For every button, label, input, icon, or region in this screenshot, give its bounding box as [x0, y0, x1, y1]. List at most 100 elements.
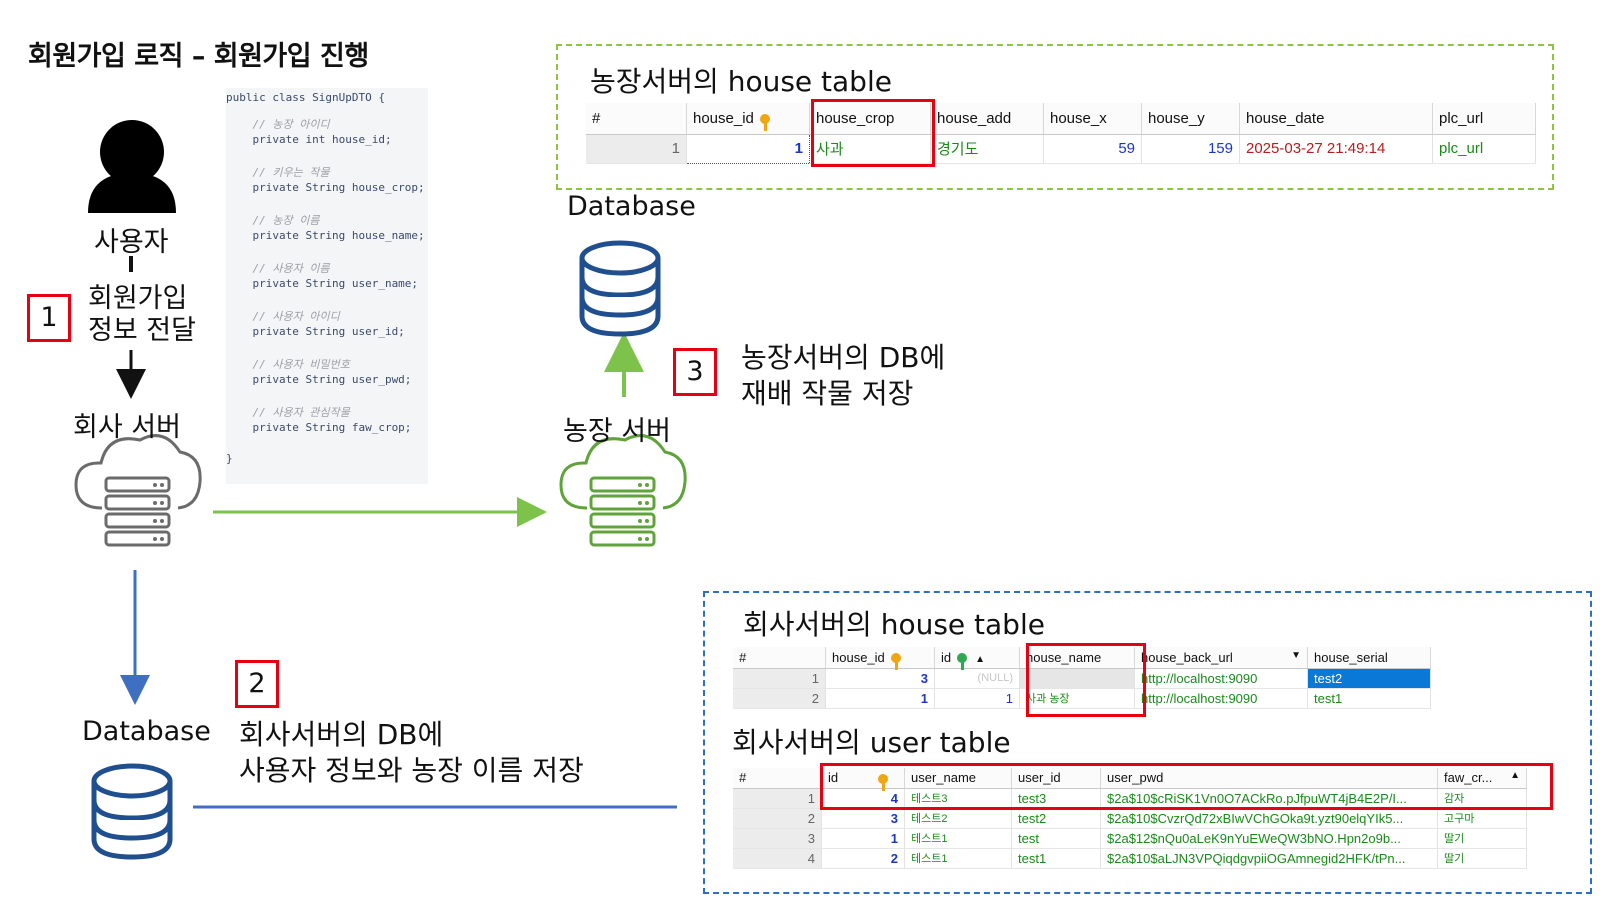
cell-house-id[interactable]: 3: [825, 668, 935, 689]
cell-user-name[interactable]: 테스트1: [904, 828, 1012, 849]
foreign-key-icon: [957, 653, 968, 671]
column-header[interactable]: house_serial: [1307, 647, 1431, 669]
cell-faw-crop[interactable]: 고구마: [1437, 808, 1527, 829]
column-header[interactable]: user_pwd: [1100, 768, 1438, 789]
row-number: 2: [733, 808, 822, 829]
sort-ascending-icon: ▲: [975, 653, 986, 665]
column-header[interactable]: user_id: [1011, 768, 1101, 789]
code-comment-line: // 농장 이름: [226, 214, 320, 227]
cell-house-id[interactable]: 1: [825, 688, 935, 709]
code-line: private String user_pwd;: [226, 373, 412, 386]
cell-house-serial[interactable]: test1: [1307, 688, 1431, 709]
cell-house-add[interactable]: 경기도: [930, 134, 1044, 164]
farm-house-table-panel: 농장서버의 house table # house_id house_crop …: [556, 44, 1554, 190]
column-header[interactable]: house_y: [1141, 103, 1240, 135]
cell-house-name[interactable]: 사과 농장: [1019, 688, 1135, 709]
highlight-new-user-row: [820, 763, 1553, 810]
step-3-badge: 3: [673, 348, 717, 396]
cell-house-crop[interactable]: 사과: [809, 134, 931, 164]
company-db-label: Database: [82, 716, 211, 747]
cell-faw-crop[interactable]: 감자: [1437, 788, 1527, 809]
cell-user-id[interactable]: test3: [1011, 788, 1101, 809]
code-comment-line: // 사용자 아이디: [226, 310, 340, 323]
cell-faw-crop[interactable]: 딸기: [1437, 828, 1527, 849]
cell-house-id[interactable]: 1: [686, 133, 810, 164]
column-header[interactable]: house_id: [825, 647, 935, 671]
company-house-table: # house_id id▲ house_name house_back_url…: [733, 647, 1431, 709]
column-header[interactable]: #: [586, 103, 687, 135]
code-comment-line: // 사용자 비밀번호: [226, 358, 350, 371]
cell-id[interactable]: 2: [821, 848, 905, 869]
cell-user-name[interactable]: 테스트1: [904, 848, 1012, 869]
cell-faw-crop[interactable]: 딸기: [1437, 848, 1527, 869]
company-server-icon: [74, 434, 202, 547]
column-header[interactable]: house_name: [1019, 647, 1135, 669]
table-row[interactable]: 2 1 1 사과 농장 http://localhost:9090 test1: [733, 688, 1431, 709]
step-2-text: 회사서버의 DB에 사용자 정보와 농장 이름 저장: [239, 717, 584, 789]
table-row[interactable]: 1 3 (NULL) http://localhost:9090 test2: [733, 668, 1431, 689]
company-house-table-title: 회사서버의 house table: [743, 608, 1045, 641]
row-number: 4: [733, 848, 822, 869]
farm-house-table: # house_id house_crop house_add house_x …: [586, 103, 1536, 164]
highlight-house-crop: [811, 99, 935, 167]
cell-house-y[interactable]: 159: [1141, 134, 1240, 164]
code-comment-line: // 사용자 관심작물: [226, 406, 350, 419]
row-number: 1: [733, 668, 826, 689]
cell-user-pwd[interactable]: $2a$12$nQu0aLeK9nYuEWeQW3bNO.Hpn2o9b...: [1100, 828, 1438, 849]
column-header[interactable]: faw_cr...▲: [1437, 768, 1527, 789]
column-header[interactable]: house_back_url▼: [1134, 647, 1308, 669]
column-header[interactable]: id▲: [934, 647, 1020, 671]
cell-user-id[interactable]: test1: [1011, 848, 1101, 869]
farm-house-table-title: 농장서버의 house table: [590, 65, 892, 98]
step-3-text-line1: 농장서버의 DB에: [741, 341, 946, 374]
cell-id[interactable]: 1: [934, 688, 1020, 709]
step-1-text-line1: 회원가입: [88, 283, 188, 314]
step-1-text: 회원가입 정보 전달: [88, 283, 196, 347]
column-header[interactable]: house_add: [930, 103, 1044, 135]
column-header[interactable]: house_date: [1239, 103, 1433, 135]
column-header[interactable]: house_x: [1043, 103, 1142, 135]
row-number: 2: [733, 688, 826, 709]
cell-user-id[interactable]: test2: [1011, 808, 1101, 829]
code-comment-line: // 사용자 이름: [226, 262, 330, 275]
cell-house-date[interactable]: 2025-03-27 21:49:14: [1239, 134, 1433, 164]
row-number: 1: [586, 134, 687, 164]
column-header[interactable]: #: [733, 647, 826, 669]
step-2-text-line2: 사용자 정보와 농장 이름 저장: [239, 754, 584, 787]
cell-house-name[interactable]: [1019, 668, 1135, 689]
cell-id[interactable]: 3: [821, 808, 905, 829]
primary-key-icon: [890, 653, 901, 671]
page-title: 회원가입 로직 – 회원가입 진행: [28, 41, 369, 72]
code-line: public class SignUpDTO {: [226, 91, 385, 104]
cell-id[interactable]: 1: [821, 828, 905, 849]
highlight-house-name: [1026, 643, 1146, 717]
column-header[interactable]: house_crop: [809, 103, 931, 135]
cell-house-serial[interactable]: test2: [1307, 668, 1431, 689]
cell-plc-url[interactable]: plc_url: [1432, 134, 1536, 164]
cell-id[interactable]: (NULL): [934, 668, 1020, 689]
primary-key-icon: [759, 113, 770, 131]
cell-house-back-url[interactable]: http://localhost:9090: [1134, 688, 1308, 709]
sort-descending-icon: ▼: [1291, 649, 1301, 661]
column-header[interactable]: house_id: [686, 103, 810, 135]
column-header[interactable]: plc_url: [1432, 103, 1536, 135]
user-label: 사용자: [94, 227, 169, 258]
code-comment-line: // 농장 아이디: [226, 118, 330, 131]
cell-house-back-url[interactable]: http://localhost:9090: [1134, 668, 1308, 689]
code-line: }: [226, 452, 233, 465]
cell-user-name[interactable]: 테스트2: [904, 808, 1012, 829]
column-header[interactable]: #: [733, 768, 822, 789]
code-comment-line: // 키우는 작물: [226, 166, 330, 179]
table-row[interactable]: 1 1 사과 경기도 59 159 2025-03-27 21:49:14 pl…: [586, 133, 1536, 164]
farm-server-icon: [559, 434, 687, 547]
cell-user-pwd[interactable]: $2a$10$CvzrQd72xBIwVChGOka9t.yzt90elqYIk…: [1100, 808, 1438, 829]
cell-user-pwd[interactable]: $2a$10$aLJN3VPQiqdgvpiiOGAmnegid2HFK/tPn…: [1100, 848, 1438, 869]
column-header[interactable]: user_name: [904, 768, 1012, 789]
cell-user-id[interactable]: test: [1011, 828, 1101, 849]
column-header[interactable]: id: [821, 768, 905, 791]
cell-house-x[interactable]: 59: [1043, 134, 1142, 164]
